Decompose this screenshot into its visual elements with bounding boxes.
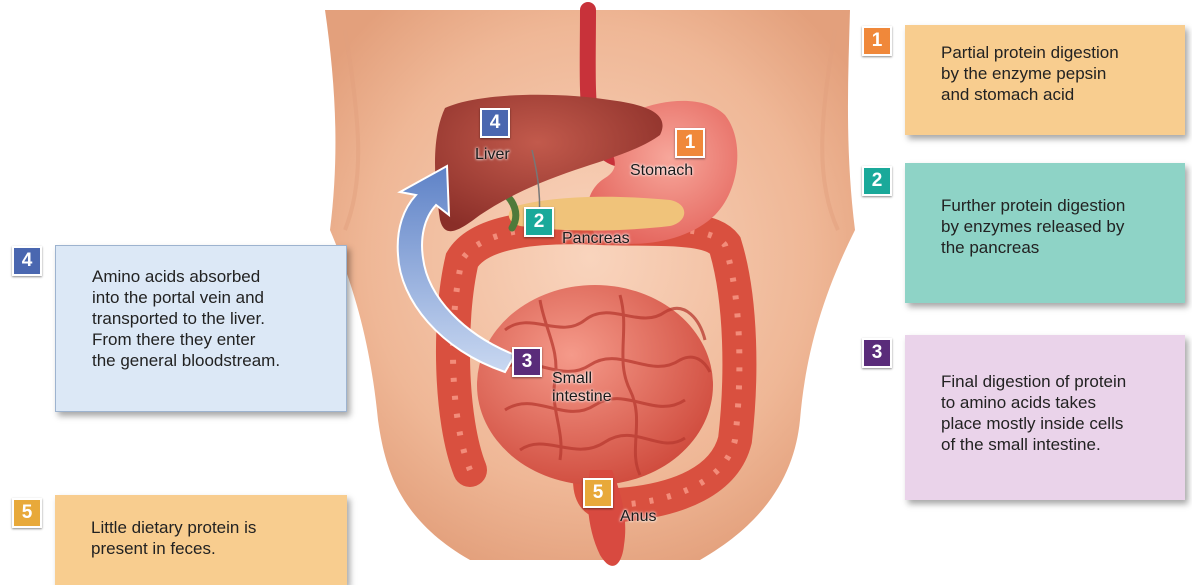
step-4-line: the general bloodstream.	[92, 350, 326, 371]
step-1-line: and stomach acid	[941, 84, 1165, 105]
step-4-line: Amino acids absorbed	[92, 266, 326, 287]
step-2-line: by enzymes released by	[941, 216, 1165, 237]
pancreas-step-badge: 2	[524, 207, 554, 237]
step-1-badge: 1	[862, 26, 892, 56]
small-intestine-label-line: intestine	[552, 388, 612, 406]
small-intestine-label-line: Small	[552, 370, 612, 388]
liver-step-badge: 4	[480, 108, 510, 138]
step-3-badge: 3	[862, 338, 892, 368]
step-3-line: Final digestion of protein	[941, 371, 1165, 392]
step-2-badge: 2	[862, 166, 892, 196]
step-2-line: Further protein digestion	[941, 195, 1165, 216]
step-4-line: into the portal vein and	[92, 287, 326, 308]
small-intestine-label: Small intestine	[552, 370, 612, 406]
stomach-step-badge: 1	[675, 128, 705, 158]
step-1-line: by the enzyme pepsin	[941, 63, 1165, 84]
step-5-line: Little dietary protein is	[91, 517, 327, 538]
step-4-line: transported to the liver.	[92, 308, 326, 329]
step-4-badge: 4	[12, 246, 42, 276]
anus-step-badge: 5	[583, 478, 613, 508]
step-1-description: Partial protein digestion by the enzyme …	[905, 25, 1185, 135]
step-1-line: Partial protein digestion	[941, 42, 1165, 63]
small-intestine-step-badge: 3	[512, 347, 542, 377]
step-4-description: Amino acids absorbed into the portal vei…	[55, 245, 347, 412]
step-3-line: of the small intestine.	[941, 434, 1165, 455]
step-5-badge: 5	[12, 498, 42, 528]
liver-label: Liver	[475, 146, 510, 164]
step-2-description: Further protein digestion by enzymes rel…	[905, 163, 1185, 303]
step-3-description: Final digestion of protein to amino acid…	[905, 335, 1185, 500]
pancreas-label: Pancreas	[562, 230, 630, 248]
anus-label: Anus	[620, 508, 656, 526]
step-3-line: to amino acids takes	[941, 392, 1165, 413]
step-4-line: From there they enter	[92, 329, 326, 350]
step-2-line: the pancreas	[941, 237, 1165, 258]
stomach-label: Stomach	[630, 162, 693, 180]
step-3-line: place mostly inside cells	[941, 413, 1165, 434]
step-5-line: present in feces.	[91, 538, 327, 559]
step-5-description: Little dietary protein is present in fec…	[55, 495, 347, 585]
